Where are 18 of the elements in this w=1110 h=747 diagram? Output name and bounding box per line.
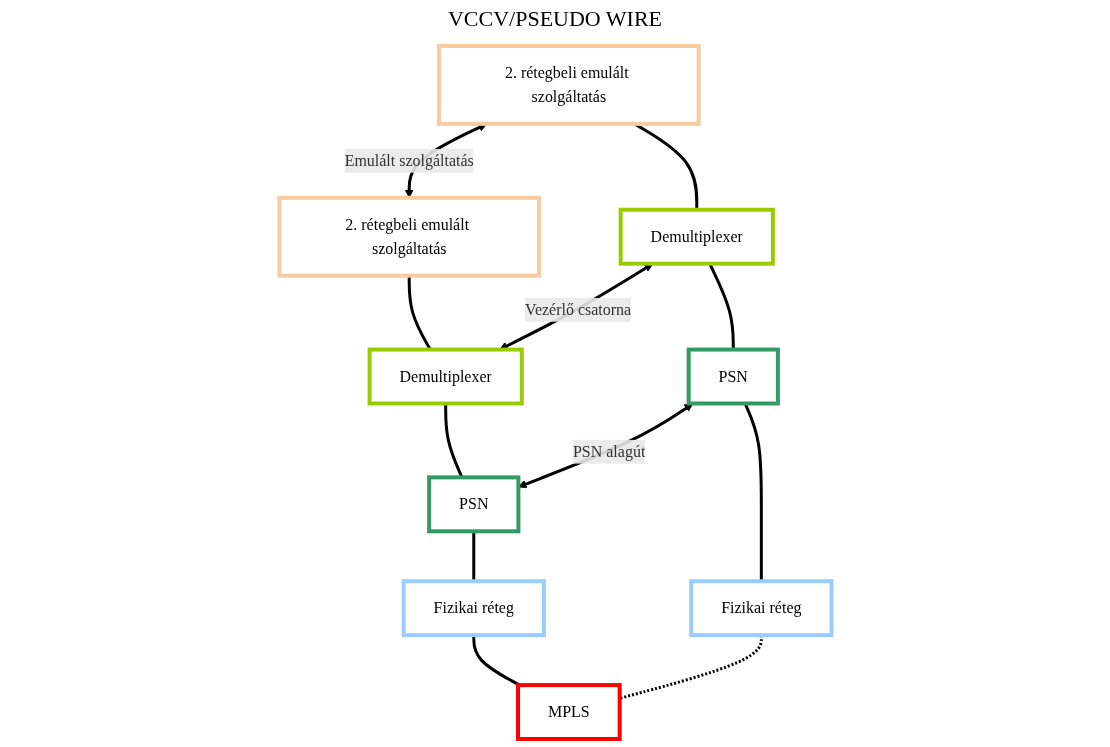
arrow <box>498 263 653 350</box>
node-box: Fizikai réteg <box>401 579 546 638</box>
connector <box>707 263 735 350</box>
connector <box>471 635 520 687</box>
node-box: PSN <box>686 347 780 406</box>
node-box: MPLS <box>515 683 622 741</box>
edge-label: Emulált szolgáltatás <box>344 151 474 169</box>
connector <box>471 531 475 582</box>
node-box: Demultiplexer <box>618 207 775 266</box>
node-box: Demultiplexer <box>367 347 524 406</box>
edge-label: Vezérlő csatorna <box>524 300 631 318</box>
node-box: 2. rétegbeli emulált szolgáltatás <box>276 195 541 278</box>
node-box: PSN <box>426 475 520 534</box>
node-box: 2. rétegbeli emulált szolgáltatás <box>436 44 701 126</box>
note-text: VCCV/PSEUDO WIRE <box>447 6 663 32</box>
connector <box>443 403 463 478</box>
node-box: Fizikai réteg <box>688 579 833 638</box>
edge-label: PSN alagút <box>572 442 645 460</box>
